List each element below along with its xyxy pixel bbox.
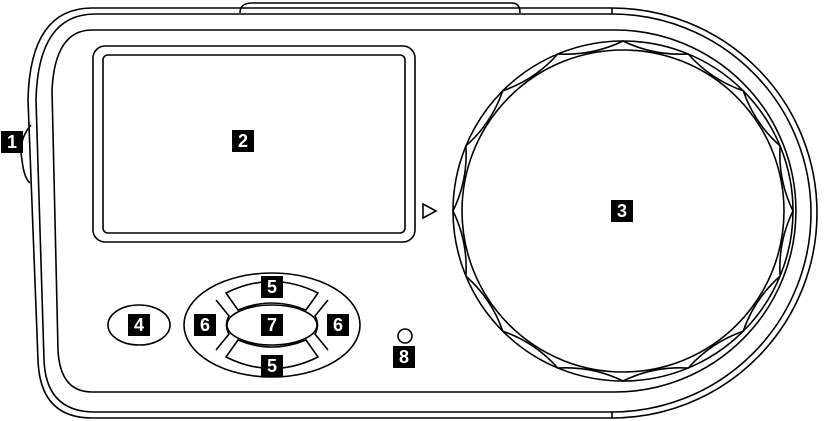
callout-2: 2: [232, 130, 254, 152]
rotary-dial-graphic: [452, 40, 794, 382]
callout-8: 8: [393, 346, 415, 368]
callout-6-left: 6: [194, 314, 216, 336]
callout-7: 7: [261, 314, 283, 336]
side-button: [20, 124, 32, 184]
callout-5-down: 5: [261, 355, 283, 377]
device-outer-shell: [27, 7, 818, 419]
dpad-outer: [183, 272, 361, 378]
device-outer-shell-inner-edge: [35, 13, 812, 413]
indicator-light-icon: [397, 328, 413, 344]
callout-1: 1: [1, 131, 23, 153]
callout-4: 4: [128, 314, 150, 336]
top-ridge: [239, 2, 521, 14]
left-oval-button-outline: [107, 304, 171, 346]
callout-5-up: 5: [261, 276, 283, 298]
display-screen-bezel: [92, 45, 416, 243]
callout-3: 3: [611, 200, 633, 222]
dial-pointer-icon: [422, 202, 438, 220]
face-plate: [51, 29, 797, 393]
callout-6-right: 6: [327, 314, 349, 336]
display-screen: [102, 54, 406, 234]
